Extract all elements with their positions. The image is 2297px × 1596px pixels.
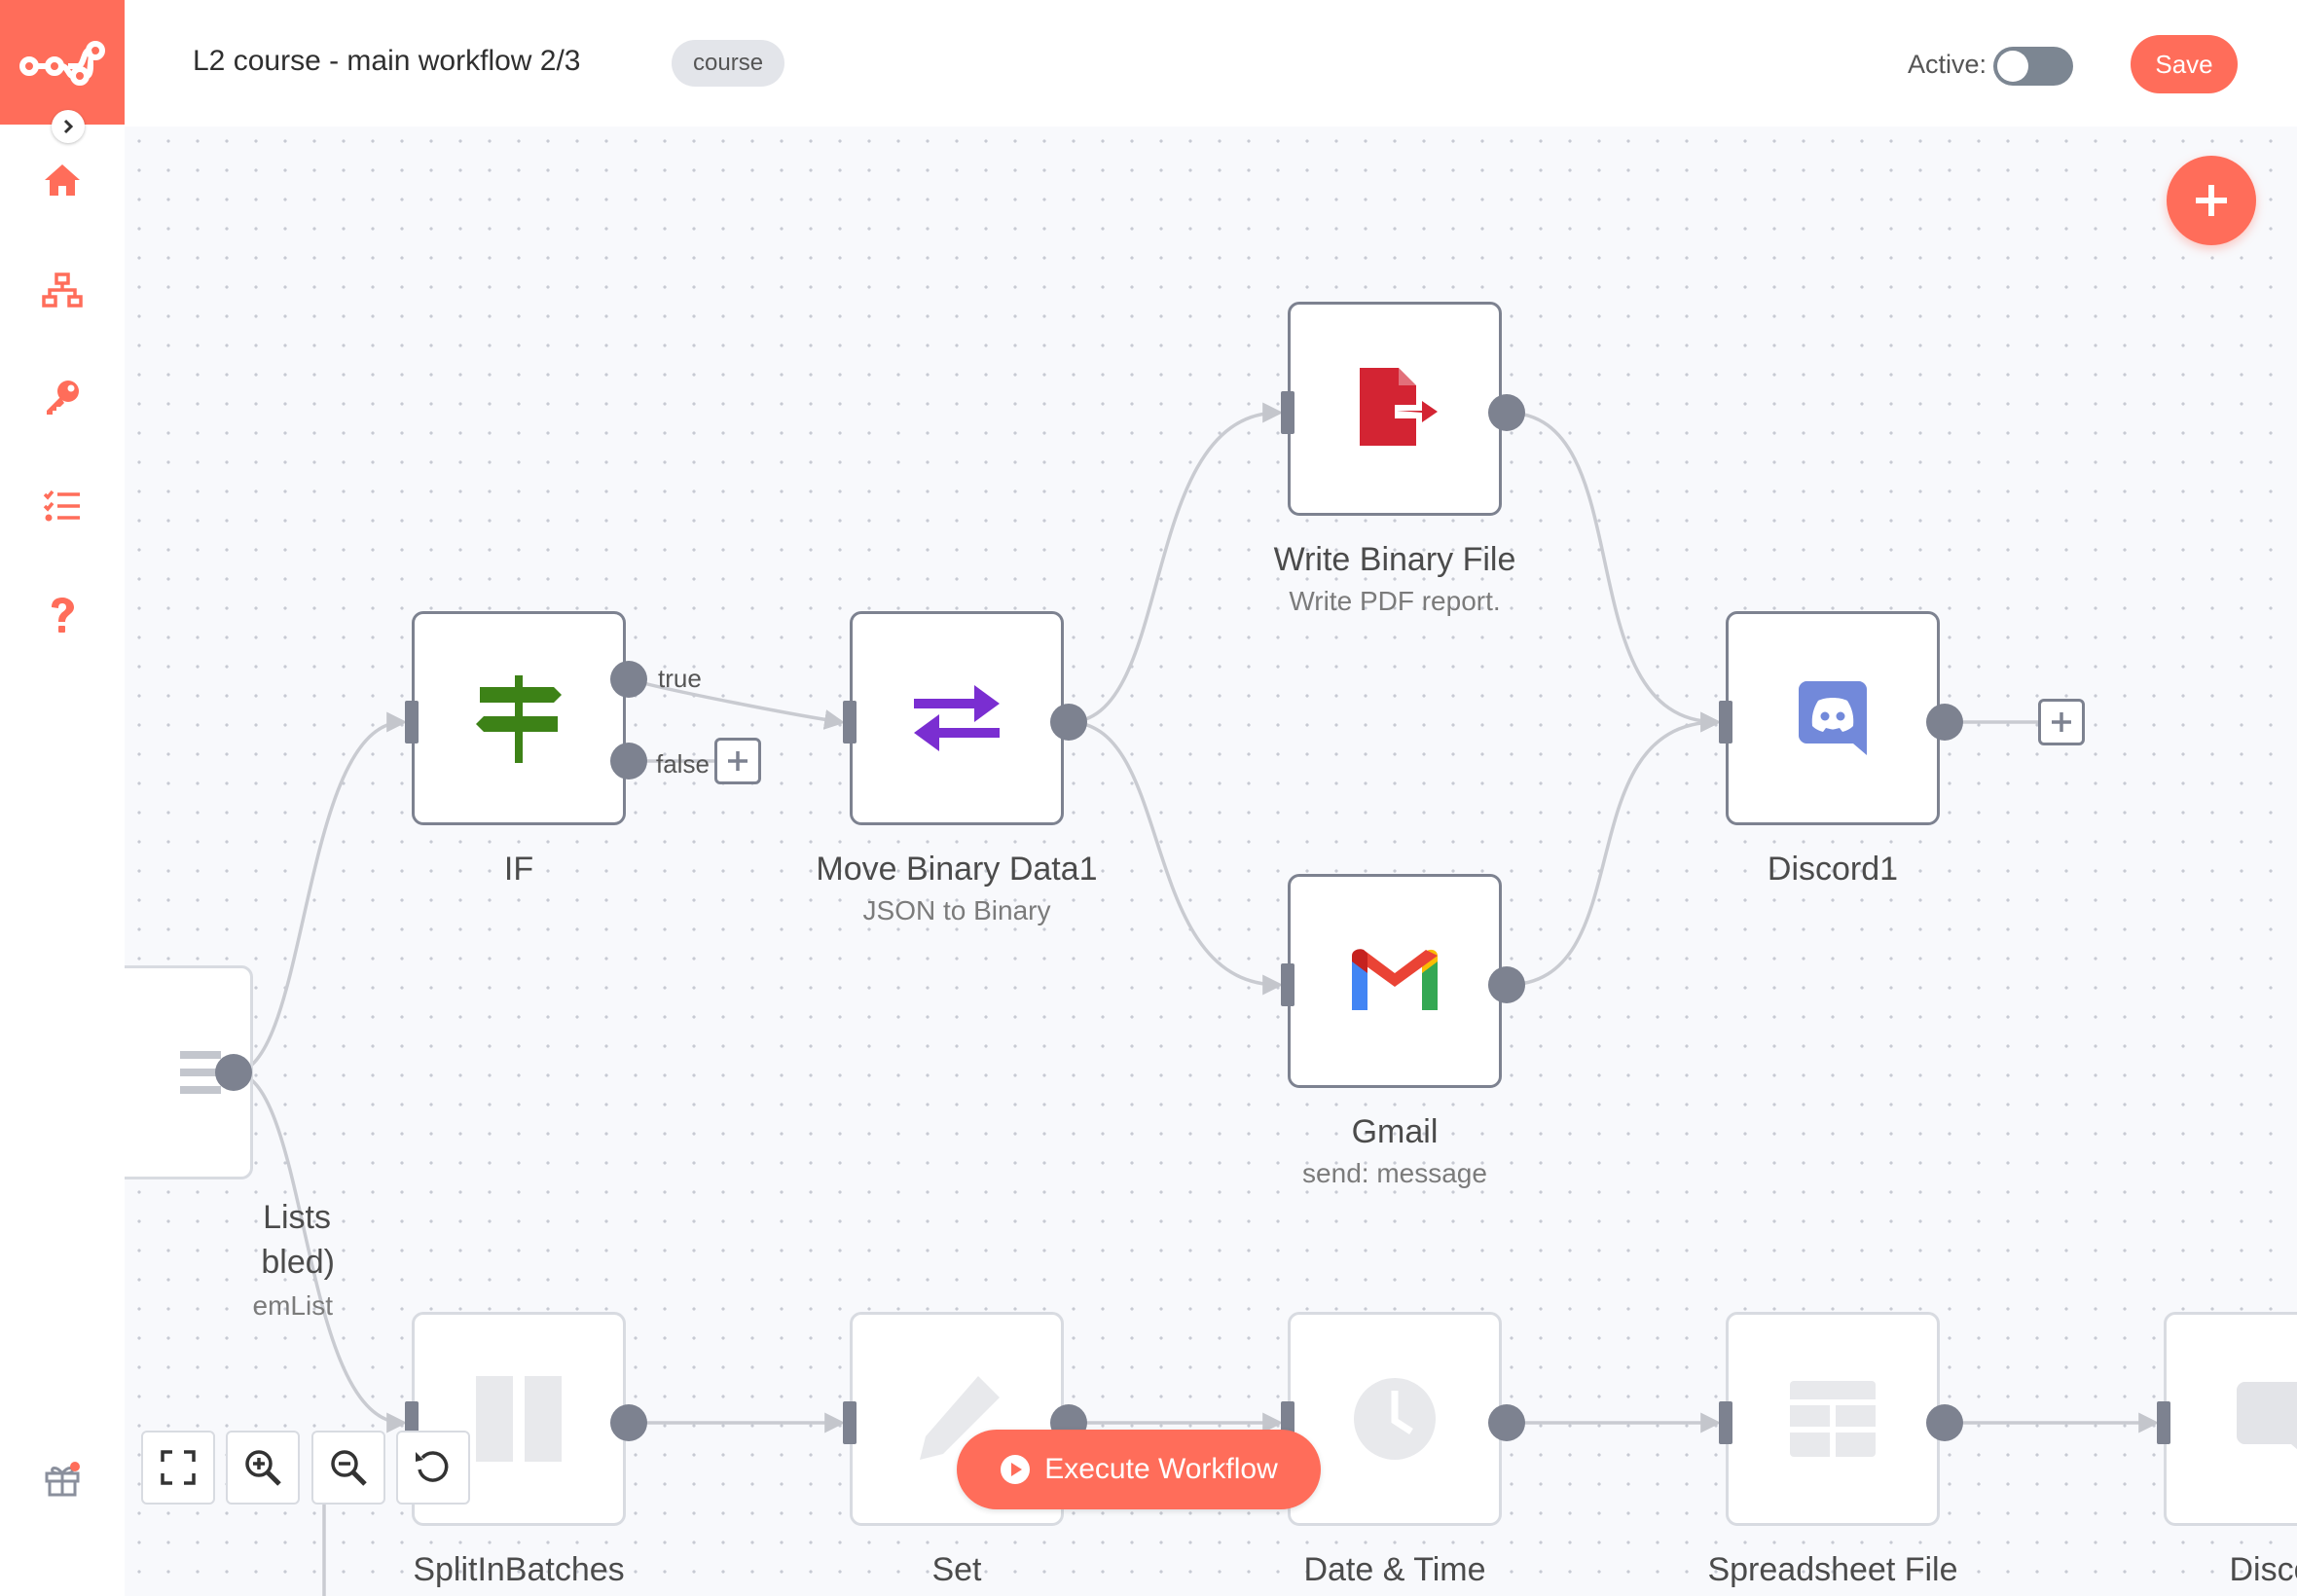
home-icon[interactable] bbox=[38, 156, 87, 204]
zoom-in-icon bbox=[245, 1450, 281, 1486]
pen-icon bbox=[920, 1376, 1000, 1460]
workflow-canvas[interactable]: Lists bled) emList IF true false Move Bi… bbox=[125, 127, 2297, 1596]
add-node-discord-output[interactable] bbox=[2038, 699, 2085, 745]
file-export-icon bbox=[1360, 368, 1438, 446]
plus-icon bbox=[2196, 185, 2227, 216]
zoom-in-button[interactable] bbox=[226, 1431, 300, 1505]
zoom-to-fit-button[interactable] bbox=[141, 1431, 215, 1505]
toggle-knob bbox=[1997, 51, 2028, 82]
reset-zoom-button[interactable] bbox=[396, 1431, 470, 1505]
node-title: Lists bbox=[263, 1199, 331, 1236]
node-title: Spreadsheet File bbox=[1707, 1551, 1958, 1588]
discord-icon bbox=[1799, 681, 1867, 755]
help-question-icon[interactable] bbox=[38, 591, 87, 639]
node-title: SplitInBatches bbox=[413, 1551, 625, 1588]
table-icon bbox=[1790, 1381, 1876, 1457]
execute-workflow-button[interactable]: Execute Workflow bbox=[957, 1430, 1321, 1509]
plus-icon bbox=[728, 751, 747, 771]
node-title: Write Binary File bbox=[1273, 541, 1516, 578]
gmail-icon bbox=[1352, 949, 1438, 1010]
node-title: Gmail bbox=[1351, 1113, 1439, 1150]
node-title: Set bbox=[931, 1551, 982, 1588]
node-subtitle: emList bbox=[252, 1290, 333, 1321]
node-handles bbox=[215, 391, 2170, 1444]
zoom-out-button[interactable] bbox=[311, 1431, 385, 1505]
executions-list-icon[interactable] bbox=[38, 482, 87, 530]
n8n-logo-icon[interactable] bbox=[0, 0, 125, 125]
active-toggle[interactable] bbox=[1993, 47, 2073, 86]
workflows-network-icon[interactable] bbox=[38, 266, 87, 314]
node-title: Discord1 bbox=[1767, 851, 1899, 888]
workflow-header: L2 course - main workflow 2/3 course Act… bbox=[125, 0, 2297, 127]
zoom-out-icon bbox=[331, 1450, 367, 1486]
workflow-tag[interactable]: course bbox=[672, 40, 785, 87]
if-true-output-label: true bbox=[658, 664, 702, 693]
discord-node[interactable] bbox=[1726, 611, 1940, 825]
node-title: Move Binary Data1 bbox=[816, 851, 1098, 888]
save-button[interactable]: Save bbox=[2131, 35, 2238, 93]
move-binary-data-node[interactable] bbox=[850, 611, 1064, 825]
item-lists-icon bbox=[180, 1051, 221, 1094]
chevron-right-icon bbox=[63, 119, 74, 134]
play-circle-icon bbox=[1001, 1455, 1031, 1484]
workflow-title[interactable]: L2 course - main workflow 2/3 bbox=[193, 45, 581, 77]
set-node[interactable] bbox=[850, 1312, 1064, 1526]
add-node-button[interactable] bbox=[2167, 156, 2256, 245]
active-label: Active: bbox=[1908, 50, 1987, 79]
node-title: bled) bbox=[261, 1244, 335, 1281]
plus-icon bbox=[2052, 712, 2071, 732]
fullscreen-icon bbox=[161, 1450, 196, 1485]
node-subtitle: send: message bbox=[1302, 1158, 1487, 1188]
discord-node-2[interactable] bbox=[2164, 1312, 2297, 1526]
gift-icon[interactable] bbox=[38, 1455, 87, 1504]
split-batches-icon bbox=[476, 1376, 562, 1462]
node-subtitle: Write PDF report. bbox=[1289, 586, 1501, 616]
arrows-exchange-icon bbox=[914, 685, 1000, 751]
sidebar bbox=[0, 0, 125, 1596]
if-false-output-label: false bbox=[656, 749, 710, 779]
node-title: Disco bbox=[2229, 1551, 2297, 1588]
signpost-icon bbox=[476, 675, 562, 763]
clock-icon bbox=[1354, 1378, 1436, 1460]
node-subtitle: JSON to Binary bbox=[862, 895, 1051, 925]
execute-workflow-label: Execute Workflow bbox=[1044, 1453, 1278, 1485]
sidebar-expand-button[interactable] bbox=[52, 110, 85, 143]
key-credentials-icon[interactable] bbox=[38, 373, 87, 421]
node-title: Date & Time bbox=[1303, 1551, 1486, 1588]
add-node-false-output[interactable] bbox=[714, 738, 761, 784]
undo-reset-icon bbox=[416, 1451, 449, 1482]
discord-icon bbox=[2237, 1382, 2297, 1450]
node-title: IF bbox=[503, 851, 534, 888]
